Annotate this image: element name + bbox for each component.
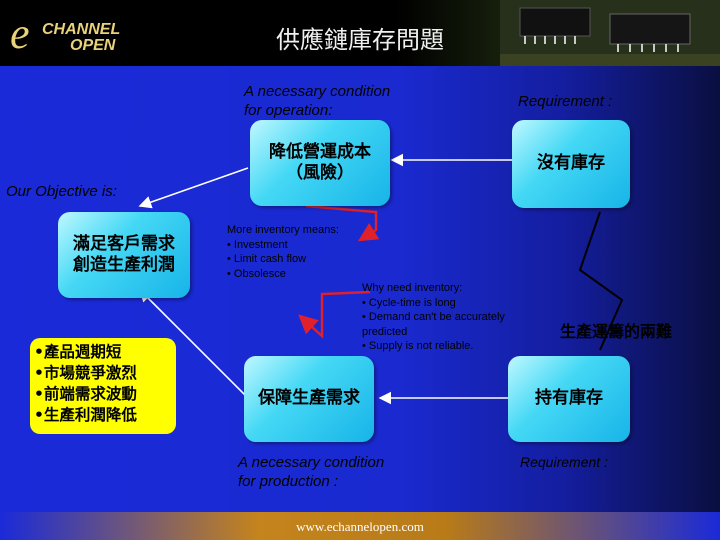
caption-production: A necessary condition for production : [238,454,385,490]
svg-text:CHANNEL: CHANNEL [42,21,120,38]
conflict-zigzag-line [578,211,624,351]
dilemma-label: 生產運籌的兩難 [560,322,673,341]
red-link-why-inventory [298,290,371,339]
box-reduce-operating-cost: 降低營運成本（風險） [250,120,390,206]
market-factors-box: •產品週期短 •市場競爭激烈 •前端需求波動 •生產利潤降低 [30,338,176,434]
footer-url[interactable]: www.echannelopen.com [296,519,424,534]
note-more-inventory: More inventory means: • Investment • Lim… [227,224,339,280]
arrow-reduce-cost-to-objective [138,167,249,209]
box-no-inventory: 沒有庫存 [512,120,630,208]
footer-bar [0,512,720,540]
caption-objective: Our Objective is: [6,183,117,200]
box-hold-inventory: 持有庫存 [508,356,630,442]
arrow-ensure-demand-to-objective [138,288,249,399]
list-item: •產品週期短 [34,343,122,361]
red-link-more-inventory [305,204,380,242]
caption-requirement-bottom: Requirement : [520,454,608,470]
svg-text:OPEN: OPEN [70,37,116,54]
box-objective: 滿足客戶需求創造生產利潤 [58,212,190,298]
circuit-board-image [500,0,720,66]
caption-requirement-top: Requirement : [518,93,613,110]
note-why-inventory: Why need inventory: • Cycle-time is long… [362,282,505,352]
svg-text:e: e [10,9,30,56]
header-bar: e CHANNEL OPEN 供應鏈庫存問題 [0,0,720,66]
echannel-open-logo: e CHANNEL OPEN [8,8,158,58]
list-item: •生產利潤降低 [34,406,137,424]
page-title: 供應鏈庫存問題 [276,26,444,54]
caption-operation: A necessary condition for operation: [244,83,391,119]
list-item: •前端需求波動 [34,385,137,403]
box-ensure-demand: 保障生產需求 [244,356,374,442]
list-item: •市場競爭激烈 [34,364,137,382]
